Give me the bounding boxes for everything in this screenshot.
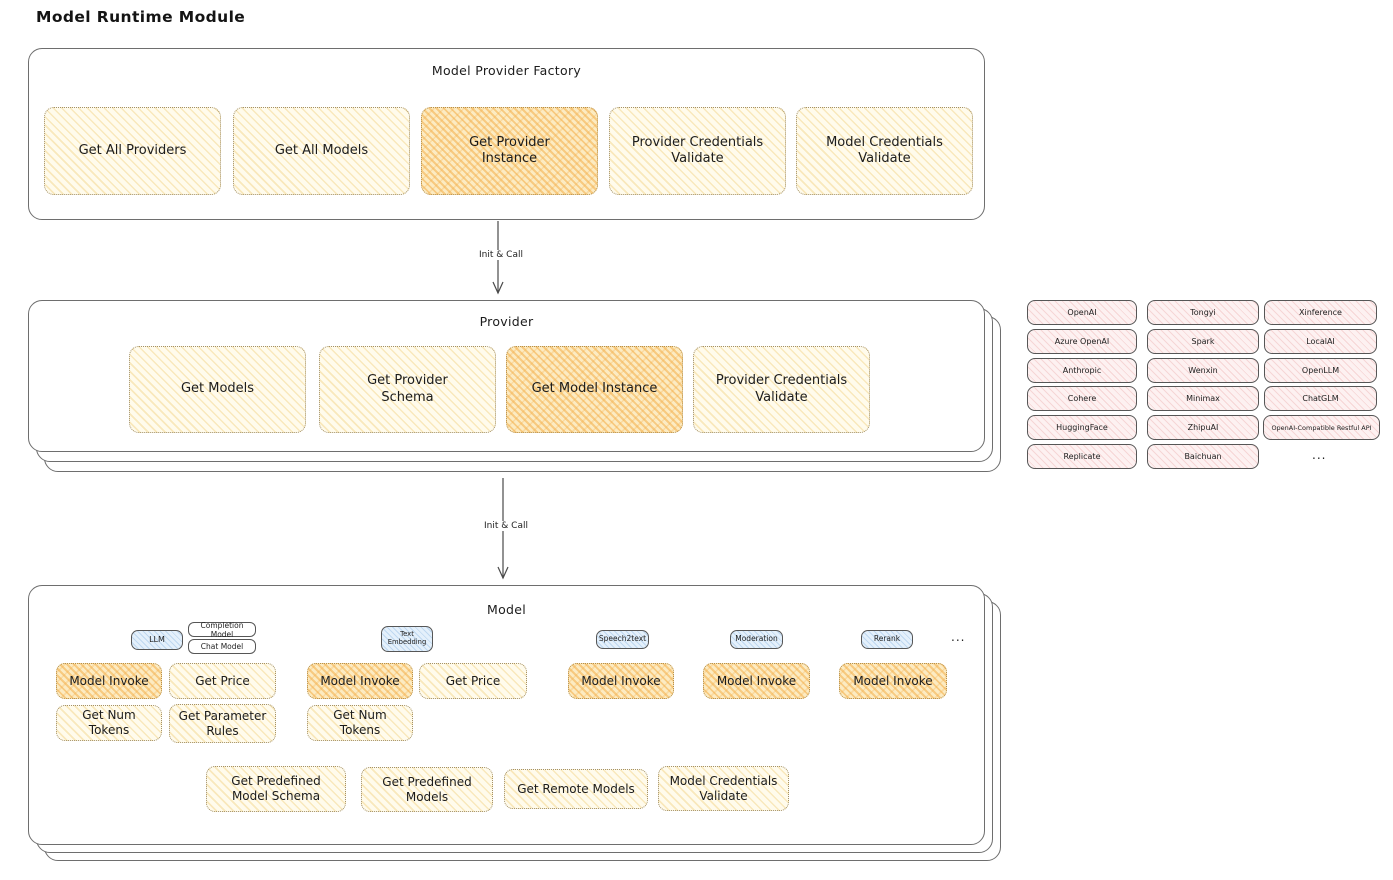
provider-chip-openllm: OpenLLM: [1264, 358, 1377, 383]
llm-get-num-tokens: Get Num Tokens: [56, 705, 162, 741]
factory-box-model-credentials-validate: Model Credentials Validate: [796, 107, 973, 195]
provider-chip-wenxin: Wenxin: [1147, 358, 1259, 383]
rerank-model-invoke: Model Invoke: [839, 663, 947, 699]
provider-chip-anthropic: Anthropic: [1027, 358, 1137, 383]
provider-chip-tongyi: Tongyi: [1147, 300, 1259, 325]
model-get-remote-models: Get Remote Models: [504, 769, 648, 809]
arrow-label-init-call-2: Init & Call: [460, 521, 552, 531]
llm-get-parameter-rules: Get Parameter Rules: [169, 704, 276, 743]
provider-chip-azure-openai: Azure OpenAI: [1027, 329, 1137, 354]
tag-speech2text: Speech2text: [596, 630, 649, 649]
speech2text-model-invoke: Model Invoke: [568, 663, 674, 699]
factory-label: Model Provider Factory: [431, 63, 582, 78]
tag-moderation: Moderation: [730, 630, 783, 649]
provider-chip-spark: Spark: [1147, 329, 1259, 354]
text-embedding-get-num-tokens: Get Num Tokens: [307, 705, 413, 741]
providers-chip-grid: OpenAI Azure OpenAI Anthropic Cohere Hug…: [1027, 300, 1393, 480]
factory-box-get-provider-instance: Get Provider Instance: [421, 107, 598, 195]
factory-frame: Model Provider Factory Get All Providers…: [28, 48, 985, 220]
provider-chip-localai: LocalAI: [1264, 329, 1377, 354]
provider-label: Provider: [479, 314, 534, 329]
model-get-predefined-models: Get Predefined Models: [361, 767, 493, 812]
provider-chip-cohere: Cohere: [1027, 386, 1137, 411]
provider-box-provider-credentials-validate: Provider Credentials Validate: [693, 346, 870, 433]
providers-more-ellipsis: ...: [1312, 448, 1327, 462]
tag-chat-model: Chat Model: [188, 639, 256, 654]
provider-box-get-model-instance: Get Model Instance: [506, 346, 683, 433]
model-tags-more-ellipsis: ...: [951, 630, 966, 644]
tag-rerank: Rerank: [861, 630, 913, 649]
arrow-label-init-call-1: Init & Call: [455, 250, 547, 260]
diagram-title: Model Runtime Module: [36, 8, 246, 26]
provider-chip-huggingface: HuggingFace: [1027, 415, 1137, 440]
model-label: Model: [486, 602, 527, 617]
provider-chip-chatglm: ChatGLM: [1264, 386, 1377, 411]
provider-chip-openai: OpenAI: [1027, 300, 1137, 325]
provider-frame: Provider Get Models Get Provider Schema …: [28, 300, 985, 452]
tag-llm: LLM: [131, 630, 183, 650]
factory-box-get-all-models: Get All Models: [233, 107, 410, 195]
text-embedding-model-invoke: Model Invoke: [307, 663, 413, 699]
llm-model-invoke: Model Invoke: [56, 663, 162, 699]
factory-box-provider-credentials-validate: Provider Credentials Validate: [609, 107, 786, 195]
provider-chip-replicate: Replicate: [1027, 444, 1137, 469]
provider-chip-xinference: Xinference: [1264, 300, 1377, 325]
provider-chip-baichuan: Baichuan: [1147, 444, 1259, 469]
factory-box-get-all-providers: Get All Providers: [44, 107, 221, 195]
tag-completion-model: Completion Model: [188, 621, 256, 639]
model-get-predefined-model-schema: Get Predefined Model Schema: [206, 766, 346, 812]
provider-box-get-models: Get Models: [129, 346, 306, 433]
provider-box-get-provider-schema: Get Provider Schema: [319, 346, 496, 433]
tag-text-embedding: Text Embedding: [381, 626, 433, 652]
llm-get-price: Get Price: [169, 663, 276, 699]
model-credentials-validate-box: Model Credentials Validate: [658, 766, 789, 811]
model-frame: Model LLM Completion Model Chat Model Te…: [28, 585, 985, 845]
moderation-model-invoke: Model Invoke: [703, 663, 810, 699]
provider-chip-openai-compatible: OpenAI-Compatible Restful API: [1263, 415, 1380, 440]
provider-chip-zhipuai: ZhipuAI: [1147, 415, 1259, 440]
provider-chip-minimax: Minimax: [1147, 386, 1259, 411]
text-embedding-get-price: Get Price: [419, 663, 527, 699]
